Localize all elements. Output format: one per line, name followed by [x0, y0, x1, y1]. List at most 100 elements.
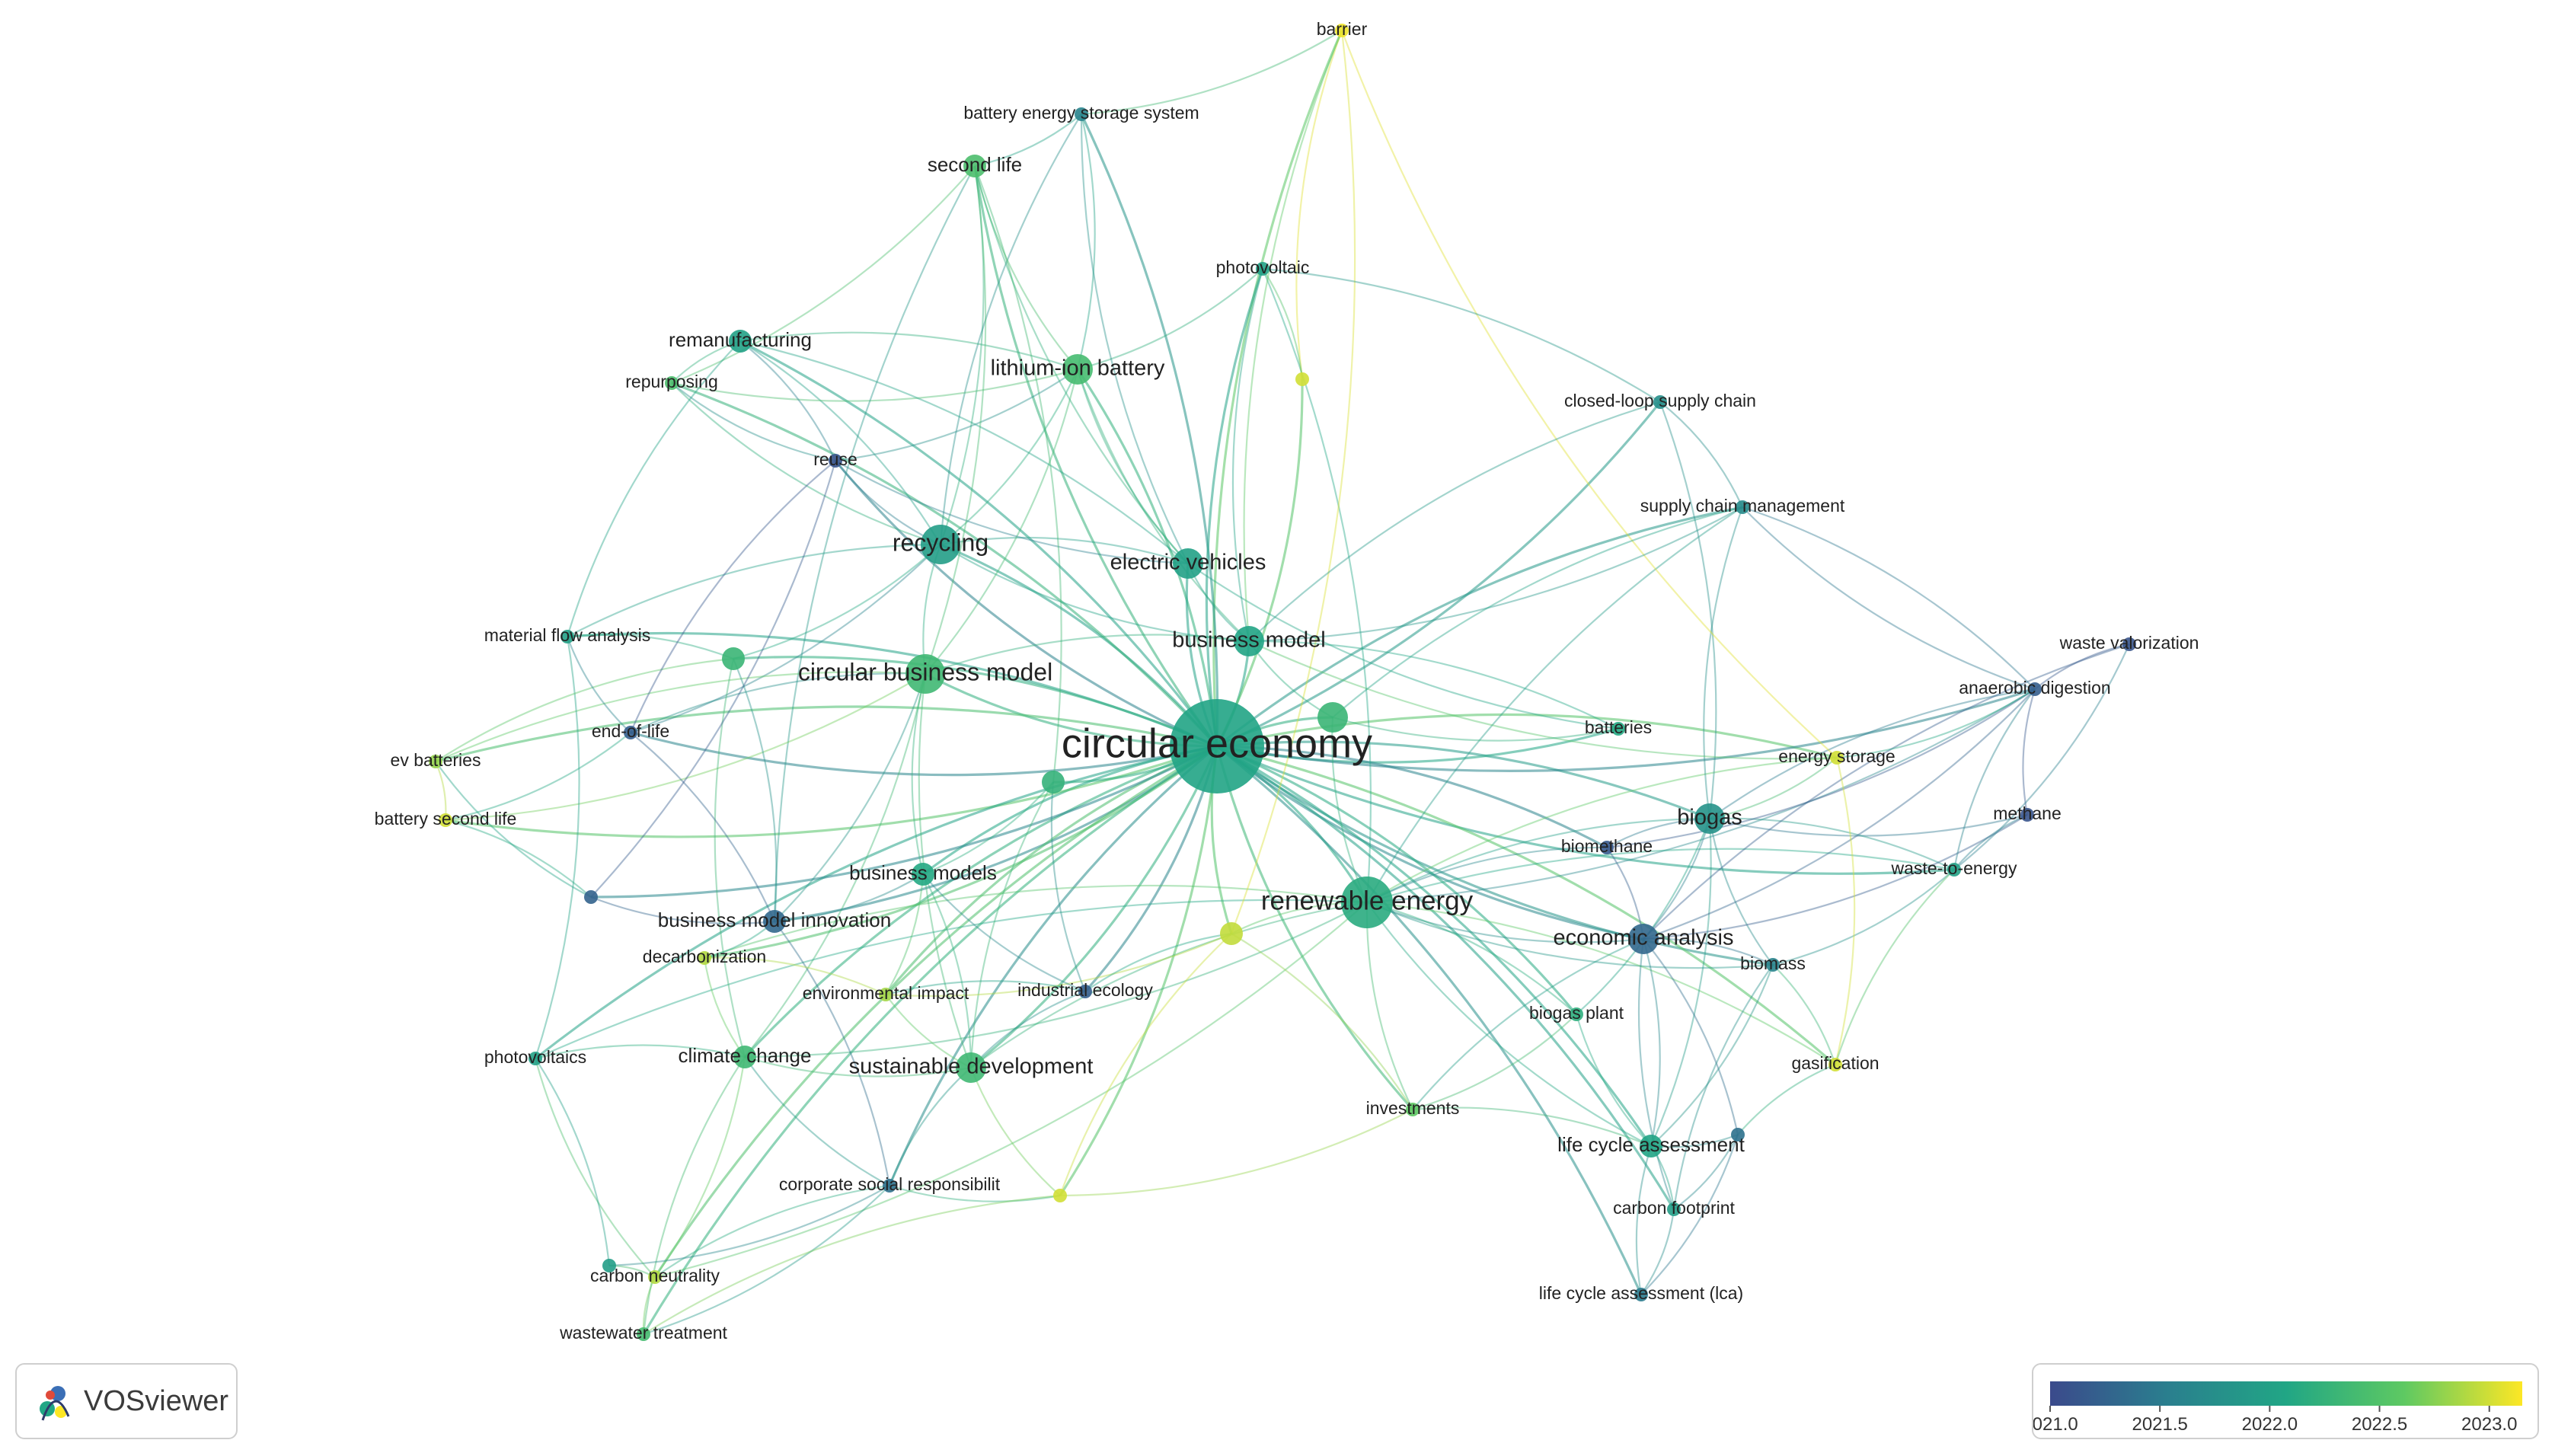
node-label-climate-change[interactable]: climate change	[679, 1044, 812, 1067]
node-barrier[interactable]	[1335, 24, 1349, 37]
node-label-corporate-social-responsibility[interactable]: corporate social responsibilit	[779, 1174, 1001, 1194]
node-label-electric-vehicles[interactable]: electric vehicles	[1110, 551, 1266, 575]
node-biogas[interactable]	[1694, 803, 1725, 834]
node-label-biogas-plant[interactable]: biogas plant	[1529, 1003, 1624, 1023]
node-closed-loop-supply-chain[interactable]	[1653, 395, 1667, 409]
node-sustainable-development[interactable]	[956, 1052, 986, 1083]
node-label-sustainable-development[interactable]: sustainable development	[849, 1055, 1094, 1079]
node-circular-business-model[interactable]	[905, 654, 945, 694]
node-waste-valorization[interactable]	[2122, 637, 2136, 651]
node-node-unlabeled-6[interactable]	[1295, 372, 1309, 386]
node-life-cycle-assessment[interactable]	[1640, 1135, 1662, 1157]
node-node-unlabeled-3[interactable]	[1042, 771, 1065, 793]
node-environmental-impact[interactable]	[879, 988, 893, 1001]
node-label-circular-economy[interactable]: circular economy	[1062, 720, 1372, 766]
node-label-circular-business-model[interactable]: circular business model	[798, 658, 1052, 685]
node-label-remanufacturing[interactable]: remanufacturing	[669, 328, 812, 351]
node-label-gasification[interactable]: gasification	[1791, 1053, 1879, 1073]
node-label-barrier[interactable]: barrier	[1317, 19, 1368, 39]
node-business-model[interactable]	[1234, 626, 1264, 656]
node-repurposing[interactable]	[665, 376, 679, 390]
node-label-methane[interactable]: methane	[1993, 803, 2062, 823]
node-label-recycling[interactable]: recycling	[893, 528, 988, 556]
node-life-cycle-assessment-lca[interactable]	[1634, 1288, 1648, 1301]
node-biogas-plant[interactable]	[1570, 1007, 1583, 1021]
node-label-biomass[interactable]: biomass	[1740, 953, 1806, 973]
node-label-business-model[interactable]: business model	[1172, 628, 1326, 653]
node-label-photovoltaic[interactable]: photovoltaic	[1216, 257, 1310, 277]
node-industrial-ecology[interactable]	[1078, 985, 1092, 998]
node-label-investments[interactable]: investments	[1366, 1098, 1460, 1118]
node-end-of-life[interactable]	[624, 726, 637, 739]
node-remanufacturing[interactable]	[729, 330, 752, 353]
node-label-lithium-ion-battery[interactable]: lithium-ion battery	[991, 356, 1165, 381]
node-node-unlabeled-2[interactable]	[722, 647, 745, 670]
node-photovoltaic[interactable]	[1256, 262, 1270, 276]
node-label-carbon-footprint[interactable]: carbon footprint	[1613, 1198, 1735, 1218]
node-economic-analysis[interactable]	[1628, 924, 1659, 954]
node-battery-energy-storage-system[interactable]	[1075, 107, 1088, 121]
node-biomass[interactable]	[1766, 958, 1780, 972]
node-corporate-social-responsibility[interactable]	[883, 1179, 896, 1193]
node-business-models[interactable]	[912, 863, 934, 886]
node-investments[interactable]	[1406, 1103, 1420, 1116]
node-node-unlabeled-5[interactable]	[1220, 922, 1243, 945]
node-label-repurposing[interactable]: repurposing	[625, 372, 717, 391]
node-label-ev-batteries[interactable]: ev batteries	[391, 750, 481, 770]
node-label-closed-loop-supply-chain[interactable]: closed-loop supply chain	[1564, 391, 1756, 410]
node-renewable-energy[interactable]	[1341, 876, 1393, 928]
node-label-wastewater-treatment[interactable]: wastewater treatment	[559, 1323, 727, 1343]
node-material-flow-analysis[interactable]	[561, 630, 574, 643]
node-wastewater-treatment[interactable]	[637, 1327, 650, 1341]
node-waste-to-energy[interactable]	[1947, 863, 1961, 876]
node-anaerobic-digestion[interactable]	[2028, 682, 2042, 696]
node-methane[interactable]	[2020, 808, 2034, 822]
node-label-business-model-innovation[interactable]: business model innovation	[658, 908, 891, 931]
node-supply-chain-management[interactable]	[1736, 500, 1749, 514]
node-second-life[interactable]	[963, 155, 986, 177]
node-label-carbon-neutrality[interactable]: carbon neutrality	[590, 1266, 720, 1285]
node-decarbonization[interactable]	[698, 951, 711, 965]
node-reuse[interactable]	[829, 454, 842, 468]
node-label-life-cycle-assessment-lca[interactable]: life cycle assessment (lca)	[1539, 1283, 1743, 1303]
node-label-reuse[interactable]: reuse	[813, 449, 858, 469]
node-label-waste-valorization[interactable]: waste valorization	[2059, 633, 2199, 653]
node-label-renewable-energy[interactable]: renewable energy	[1261, 886, 1474, 915]
node-climate-change[interactable]	[733, 1046, 756, 1068]
node-label-batteries[interactable]: batteries	[1585, 717, 1652, 737]
node-photovoltaics[interactable]	[529, 1052, 542, 1065]
node-label-battery-second-life[interactable]: battery second life	[375, 809, 517, 829]
node-recycling[interactable]	[921, 525, 960, 564]
node-label-anaerobic-digestion[interactable]: anaerobic digestion	[1959, 678, 2110, 698]
node-lithium-ion-battery[interactable]	[1062, 354, 1093, 385]
node-label-energy-storage[interactable]: energy storage	[1778, 746, 1895, 766]
node-electric-vehicles[interactable]	[1173, 548, 1203, 579]
node-label-supply-chain-management[interactable]: supply chain management	[1640, 496, 1845, 516]
node-label-end-of-life[interactable]: end-of-life	[592, 721, 669, 741]
node-node-unlabeled-7[interactable]	[584, 890, 598, 904]
node-label-second-life[interactable]: second life	[928, 153, 1022, 176]
node-carbon-footprint[interactable]	[1667, 1202, 1681, 1216]
node-node-unlabeled-9[interactable]	[602, 1259, 616, 1272]
node-label-environmental-impact[interactable]: environmental impact	[803, 983, 969, 1003]
node-label-industrial-ecology[interactable]: industrial ecology	[1017, 980, 1153, 1000]
node-label-waste-to-energy[interactable]: waste-to-energy	[1891, 858, 2017, 878]
node-ev-batteries[interactable]	[429, 755, 442, 768]
node-biomethane[interactable]	[1600, 841, 1614, 854]
node-label-biomethane[interactable]: biomethane	[1561, 836, 1653, 856]
node-node-unlabeled-4[interactable]	[1053, 1189, 1067, 1202]
node-label-biogas[interactable]: biogas	[1677, 806, 1742, 830]
node-business-model-innovation[interactable]	[763, 910, 786, 933]
node-circular-economy[interactable]	[1170, 699, 1264, 793]
node-node-unlabeled-8[interactable]	[1731, 1128, 1745, 1141]
node-label-life-cycle-assessment[interactable]: life cycle assessment	[1557, 1133, 1745, 1156]
node-label-battery-energy-storage-system[interactable]: battery energy storage system	[963, 103, 1199, 123]
node-label-economic-analysis[interactable]: economic analysis	[1554, 926, 1734, 950]
node-gasification[interactable]	[1828, 1058, 1842, 1071]
node-battery-second-life[interactable]	[439, 813, 452, 827]
node-batteries[interactable]	[1611, 722, 1625, 736]
node-label-decarbonization[interactable]: decarbonization	[643, 947, 766, 966]
node-carbon-neutrality[interactable]	[648, 1270, 662, 1284]
node-label-photovoltaics[interactable]: photovoltaics	[484, 1047, 586, 1067]
